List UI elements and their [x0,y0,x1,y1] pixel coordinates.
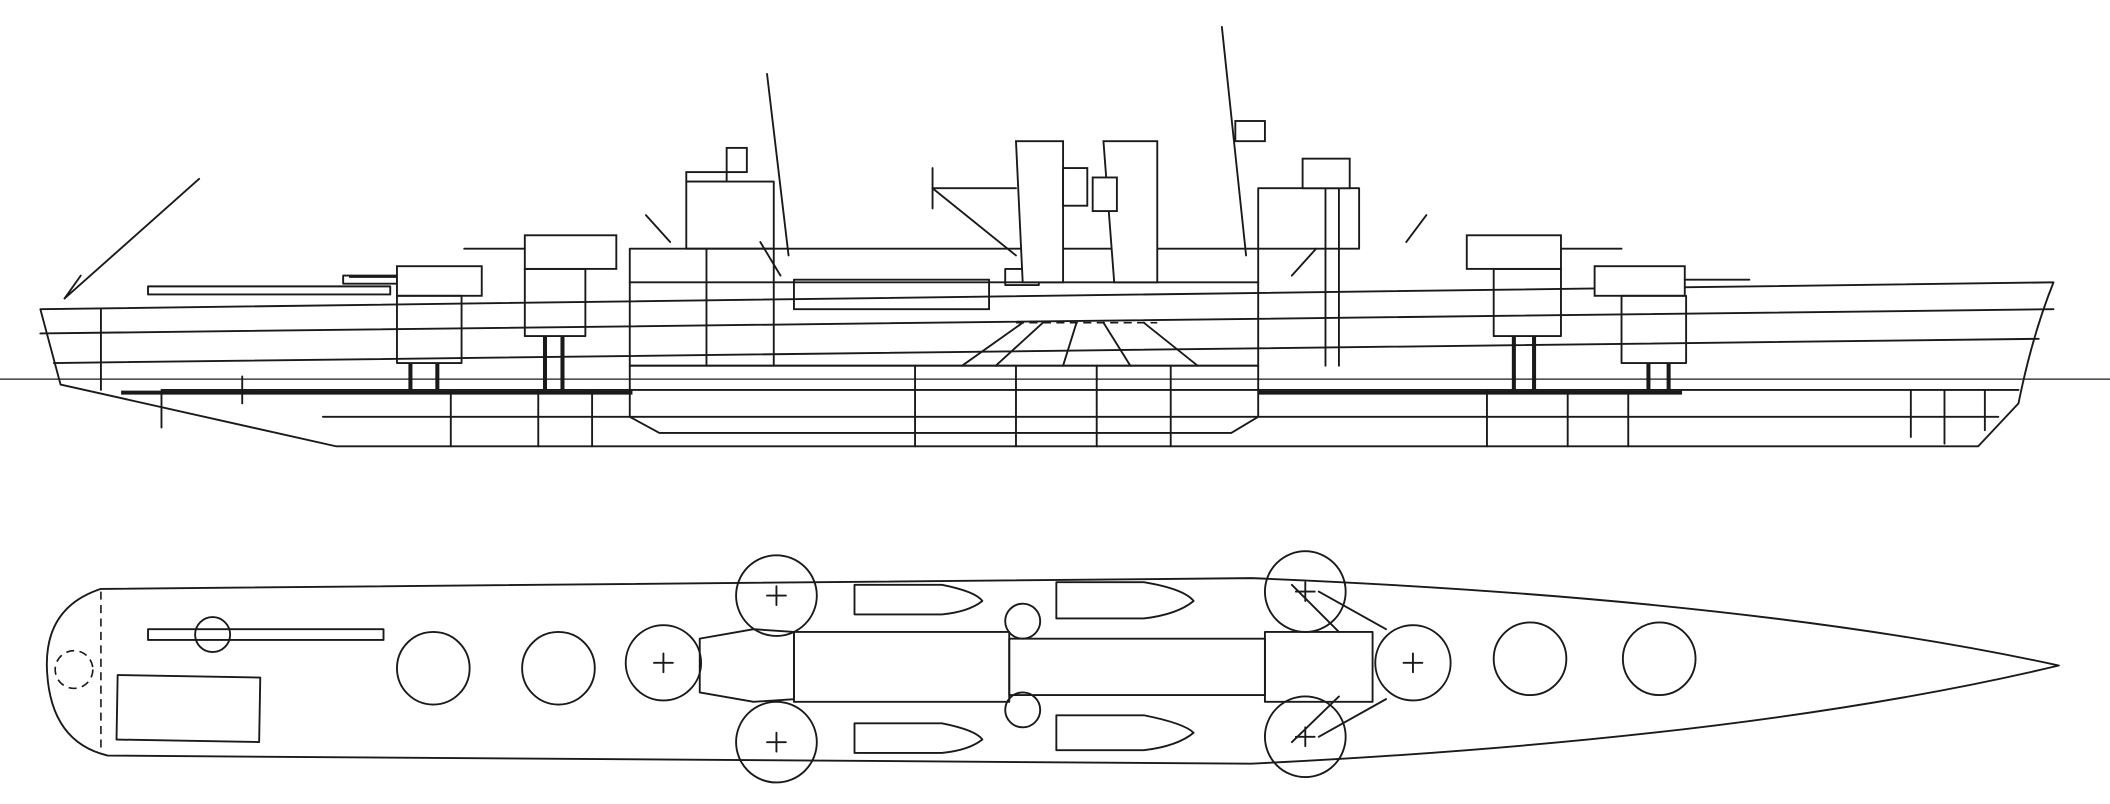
turret-fwd-upper [1263,550,1347,633]
funnel-forward [1102,140,1159,284]
stern-rake [63,177,201,300]
funnels [1014,140,1159,284]
profile-view [0,25,2110,448]
catapult-pivot [194,616,232,654]
central-deckhouse [698,583,1387,744]
turret-aft-x [396,265,483,297]
catapult [147,628,385,641]
masts [766,25,1248,257]
turret-fwd-lower [1263,695,1347,779]
crane-ring [54,649,94,690]
turret-aft-center [624,624,703,702]
deck-outline [45,577,2060,765]
stern-staff [63,274,82,300]
turret-fwd-center [1374,624,1452,702]
turret-aft-lower [735,700,818,784]
barbettes-plan [396,621,1697,706]
boats [853,581,1195,754]
turrets-plan [624,550,1452,784]
funnel-aft [1014,140,1065,284]
turret-fwd-a [1593,265,1686,297]
foremast [1220,25,1248,257]
turret-aft-y [523,234,618,270]
hangar-hatch [115,674,262,743]
armor-belt [628,364,1260,434]
turret-fwd-b [1465,234,1562,270]
hull-decks [39,308,2055,448]
superstructure [628,120,1428,367]
turret-aft-upper [735,554,818,637]
mainmast [766,73,790,257]
plan-view [45,550,2060,784]
turrets-profile [348,234,1751,390]
hull-outline [39,281,2055,448]
catapult-platform [147,285,392,296]
